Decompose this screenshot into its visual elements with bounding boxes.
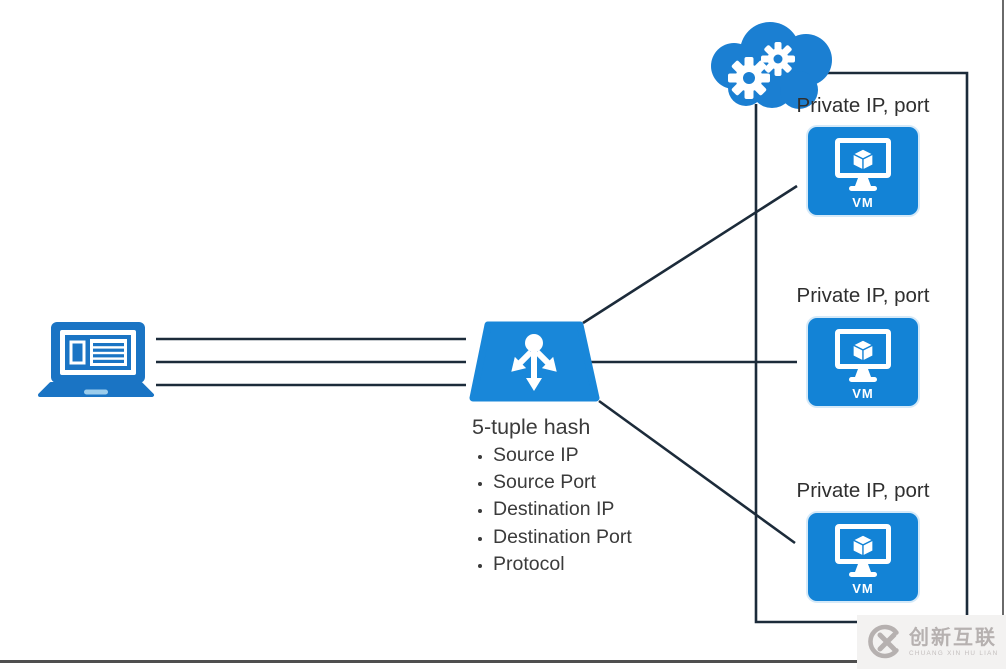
- load-balancer-icon: [469, 321, 600, 402]
- vm-node: VM: [808, 318, 918, 406]
- watermark: 创新互联 CHUANG XIN HU LIAN: [857, 615, 1006, 669]
- cx-circle-icon: [868, 624, 899, 659]
- hash-info: 5-tuple hash Source IP Source Port Desti…: [472, 415, 632, 578]
- vm-badge: VM: [852, 386, 874, 401]
- laptop-icon: [38, 322, 154, 397]
- gear-icon: [728, 57, 770, 99]
- hash-bullet: Destination IP: [493, 496, 632, 523]
- bottom-border: [0, 660, 1006, 663]
- vm-node: VM: [808, 513, 918, 601]
- vm-badge: VM: [852, 195, 874, 210]
- right-border: [1002, 0, 1004, 669]
- vm-label: Private IP, port: [796, 94, 930, 117]
- hash-title: 5-tuple hash: [472, 415, 591, 439]
- vm-badge: VM: [852, 581, 874, 596]
- watermark-name-en: CHUANG XIN HU LIAN: [909, 649, 999, 657]
- hash-bullet: Protocol: [493, 551, 632, 578]
- watermark-name-cn: 创新互联: [909, 626, 997, 649]
- vm-monitor-icon: [835, 138, 891, 191]
- gear-icon: [761, 42, 795, 76]
- hash-bullet: Source IP: [493, 442, 632, 469]
- vm-node: VM: [808, 127, 918, 215]
- hash-bullet: Source Port: [493, 469, 632, 496]
- vm-monitor-icon: [835, 524, 891, 577]
- hash-bullet-list: Source IP Source Port Destination IP Des…: [472, 442, 632, 578]
- vm-monitor-icon: [835, 329, 891, 382]
- vm-label: Private IP, port: [796, 284, 930, 307]
- vm-label: Private IP, port: [796, 479, 930, 502]
- cloud-gears-icon: [711, 22, 832, 109]
- hash-bullet: Destination Port: [493, 524, 632, 551]
